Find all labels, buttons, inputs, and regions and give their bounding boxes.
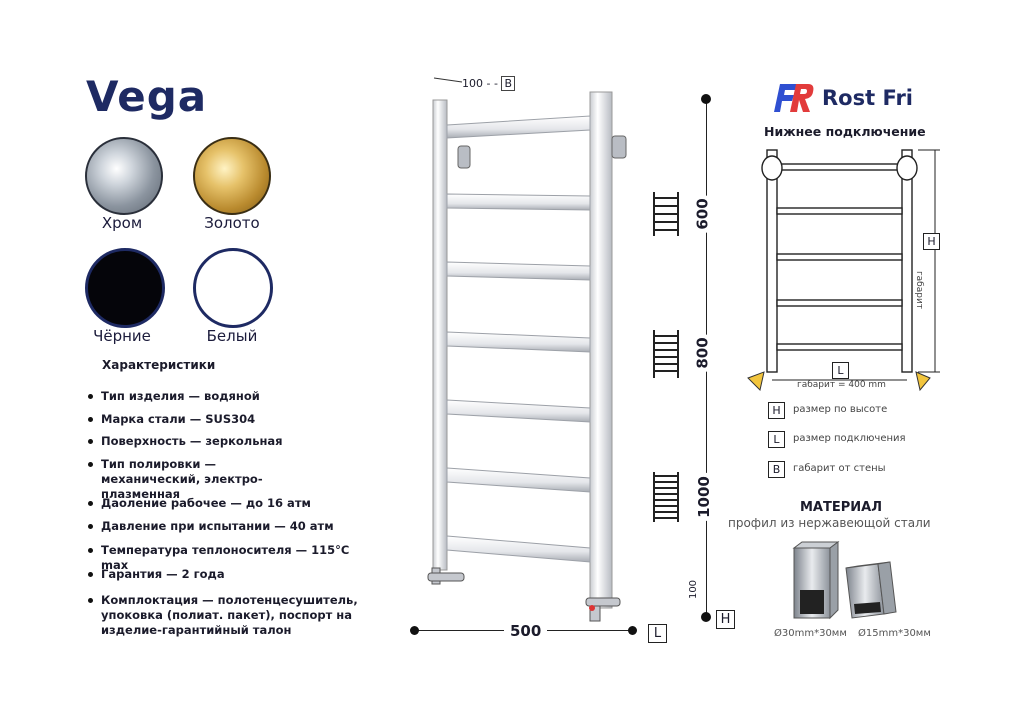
dim-dot (410, 626, 419, 635)
spec-item: Тип полировки — механический, электро-пл… (88, 457, 318, 502)
dim-dot (701, 612, 711, 622)
ladder-small-icon (653, 192, 679, 236)
width-label: 500 (504, 622, 548, 640)
gold-swatch-icon (193, 137, 271, 215)
specs-title: Характеристики (102, 358, 216, 372)
legend-b-box: B (768, 461, 785, 478)
height-800-label: 800 (693, 334, 712, 372)
scheme-l-box: L (832, 362, 849, 379)
scheme-h-label: габарит (914, 270, 925, 310)
finish-label-gold: Золото (204, 214, 260, 232)
height-1000-label: 1000 (694, 473, 713, 521)
bottom-offset-label: 100 (688, 579, 700, 600)
ladder-large-icon (653, 472, 679, 522)
bottom-connection-scheme (747, 149, 940, 392)
rost-fri-logo-icon (774, 84, 814, 112)
scheme-l-label: габарит = 400 mm (797, 380, 886, 390)
scheme-h-box: H (923, 233, 940, 250)
legend-l-text: размер подключения (793, 433, 906, 444)
legend-l-box: L (768, 431, 785, 448)
profile-samples-icon (792, 541, 897, 620)
finish-label-white: Белый (206, 327, 258, 345)
material-subtitle: профил из нержавеющой стали (728, 516, 931, 530)
ladder-medium-icon (653, 330, 679, 378)
top-offset-label: 100 - - B (462, 76, 515, 91)
width-box: L (648, 624, 667, 643)
spec-item: Температура теплоносителя — 115°С max (88, 543, 378, 573)
finish-label-chrome: Хром (101, 214, 143, 232)
legend-b-text: габарит от стены (793, 463, 886, 474)
brand-name: Rost Fri (822, 86, 914, 110)
spec-item: Поверхность — зеркольная (88, 434, 378, 449)
towel-rail-drawing (427, 77, 627, 622)
height-box: H (716, 610, 735, 629)
spec-item: Даоление рабочее — до 16 атм (88, 496, 378, 511)
spec-item: Комплоктация — полотенцесушитель, упоков… (88, 593, 358, 638)
connection-subtitle: Нижнее подключение (764, 124, 926, 139)
dim-dot (628, 626, 637, 635)
black-swatch-icon (85, 248, 165, 328)
product-title: Vega (86, 72, 208, 121)
material-caption-square: Ø30mm*30мм (774, 628, 847, 639)
spec-item: Тип изделия — водяной (88, 389, 378, 404)
material-title: МАТЕРИАЛ (800, 500, 883, 515)
height-600-label: 600 (693, 195, 712, 233)
white-swatch-icon (193, 248, 273, 328)
spec-item: Давление при испытании — 40 атм (88, 519, 378, 534)
legend-h-box: H (768, 402, 785, 419)
dim-dot (701, 94, 711, 104)
legend-h-text: размер по высоте (793, 404, 888, 415)
chrome-swatch-icon (85, 137, 163, 215)
finish-label-black: Чёрние (93, 327, 151, 345)
material-caption-flat: Ø15mm*30мм (858, 628, 931, 639)
spec-item: Марка стали — SUS304 (88, 412, 378, 427)
spec-item: Гарантия — 2 года (88, 567, 378, 582)
